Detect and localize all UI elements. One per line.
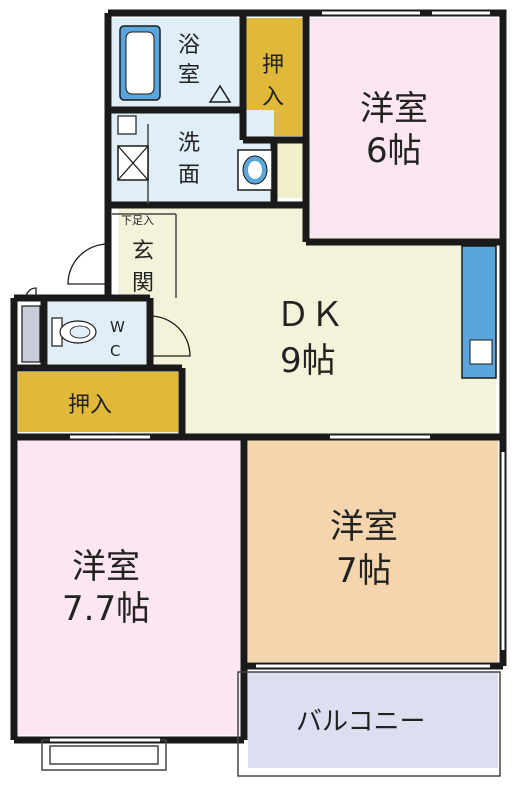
wc-label-2: C <box>110 342 120 360</box>
vent-triangle-icon <box>208 84 232 103</box>
bathtub-icon <box>119 25 161 101</box>
western-7-name: 洋室 <box>330 507 398 547</box>
western-6-size: 6帖 <box>366 131 422 171</box>
bath-label-2: 室 <box>178 63 200 88</box>
bath-label-1: 浴 <box>178 33 200 58</box>
closet-left-label: 押入 <box>68 393 112 418</box>
western-77-size: 7.7帖 <box>62 589 150 629</box>
door-swings <box>25 243 191 357</box>
entrance-label-1: 玄 <box>132 239 154 264</box>
western-77-name: 洋室 <box>72 547 140 587</box>
dk-size: 9帖 <box>280 341 336 381</box>
wc-label-1: W <box>110 318 125 336</box>
washroom-label-1: 洗 <box>178 131 200 156</box>
western-6-name: 洋室 <box>360 89 428 129</box>
entrance <box>118 210 173 298</box>
closet-top-label-2: 入 <box>262 85 284 110</box>
windows <box>50 11 505 742</box>
western-room-6 <box>310 18 498 238</box>
balcony <box>248 672 498 768</box>
western-room-77 <box>18 440 240 735</box>
dk-name: ＤＫ <box>276 295 344 335</box>
toilet-icon <box>51 317 97 347</box>
closet-top-label-1: 押 <box>262 53 284 78</box>
small-cabinet-icon <box>117 115 137 135</box>
western-room-7 <box>248 440 498 662</box>
western-7-size: 7帖 <box>336 551 392 591</box>
balcony-label: バルコニー <box>296 707 425 737</box>
washroom-label-2: 面 <box>178 163 200 188</box>
kitchen-counter-icon <box>461 245 497 379</box>
closet-left <box>18 372 178 432</box>
washbasin-icon <box>237 149 273 191</box>
entrance-label-2: 関 <box>132 271 154 296</box>
shoe-box-label: 下足入 <box>121 214 154 227</box>
water-heater-icon <box>21 305 41 363</box>
washer-icon <box>117 145 149 181</box>
